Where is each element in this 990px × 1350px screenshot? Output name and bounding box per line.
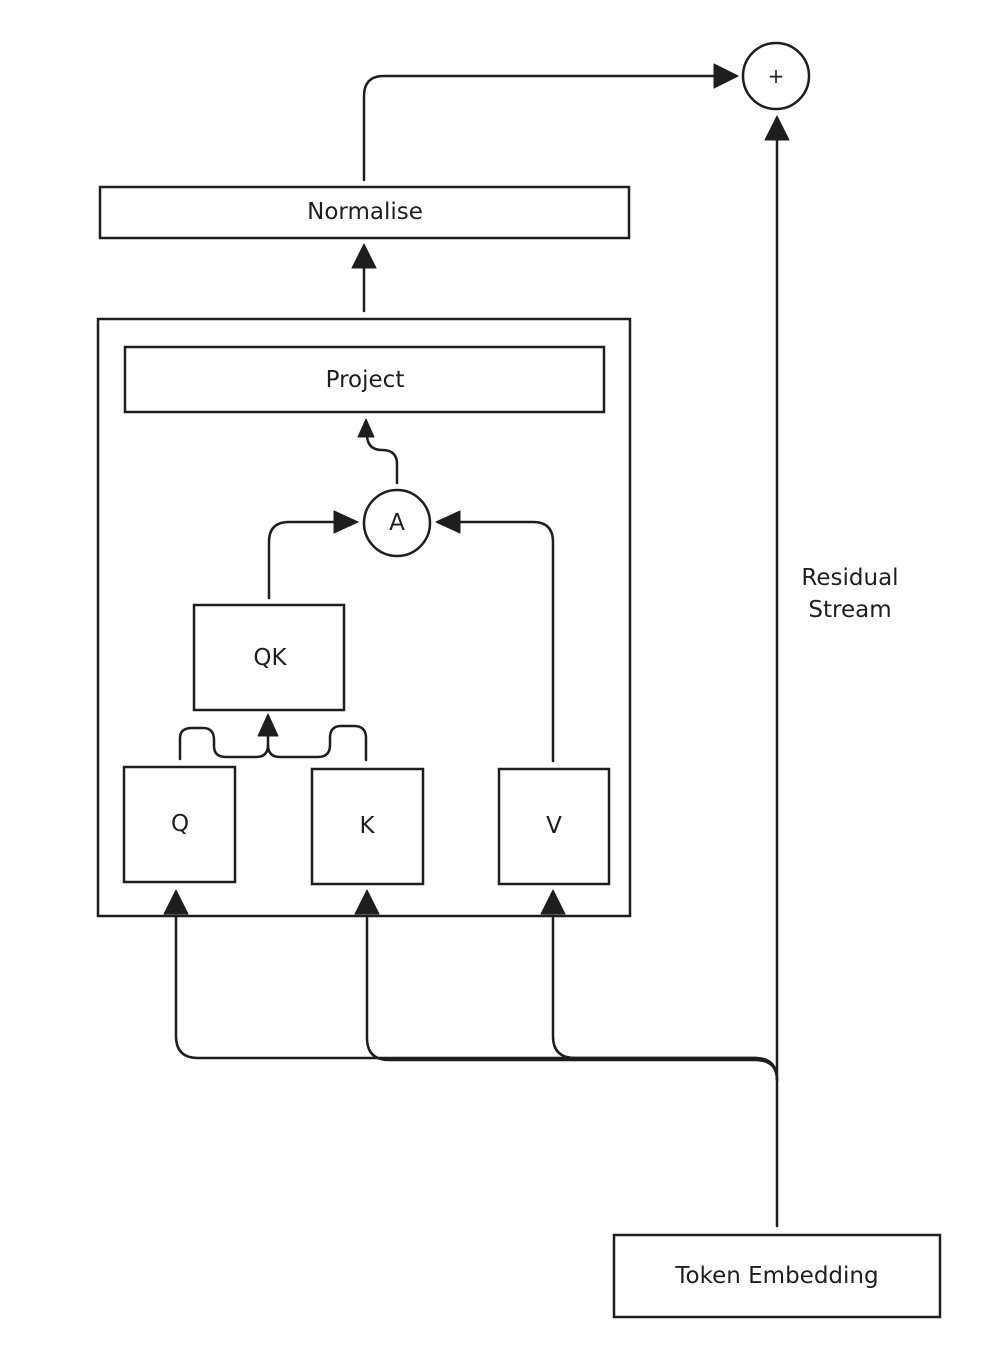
token-embedding-label: Token Embedding [674,1263,878,1289]
edge-k-to-qk [266,724,368,762]
edge-embedding-to-q [174,914,779,1082]
edge-normalise-to-add [362,74,716,182]
edge-q-to-qk [178,726,270,761]
arrowhead-into-add-left [713,63,739,89]
edge-qk-to-attention [267,520,336,600]
k-label: K [359,813,375,839]
attention-block-container [96,317,632,918]
normalise-label: Normalise [307,199,423,225]
edge-embedding-to-k [365,914,779,1082]
add-op-node[interactable]: + [741,41,811,111]
v-node[interactable]: V [497,767,611,886]
q-label: Q [171,811,189,837]
token-embedding-node[interactable]: Token Embedding [612,1233,942,1319]
arrowhead-into-project [357,418,375,438]
attention-op-node[interactable]: A [362,488,432,558]
arrowhead-into-q [163,889,189,915]
attention-op-label: A [389,510,405,536]
residual-stream-line1: Residual [801,565,898,591]
project-label: Project [326,367,405,393]
normalise-node[interactable]: Normalise [98,185,631,240]
arrowhead-into-qk [257,713,279,737]
residual-stream-line2: Stream [808,597,891,623]
arrowhead-into-k [354,889,380,915]
q-node[interactable]: Q [122,765,237,884]
edge-attention-to-project [365,434,399,485]
arrowhead-into-normalise [351,243,377,269]
project-node[interactable]: Project [123,345,606,414]
edge-v-to-attention [458,520,555,763]
arrowhead-into-v [540,889,566,915]
add-op-label: + [768,64,785,88]
arrowhead-into-attention-right [435,510,461,534]
k-node[interactable]: K [310,767,425,886]
residual-stream-label: Residual Stream [801,565,898,623]
edge-embedding-to-v [551,914,779,1082]
qk-label: QK [253,645,287,671]
v-label: V [546,813,562,839]
arrowhead-into-add-bottom [764,115,790,141]
arrowhead-into-attention-left [333,510,359,534]
qk-node[interactable]: QK [192,603,346,712]
